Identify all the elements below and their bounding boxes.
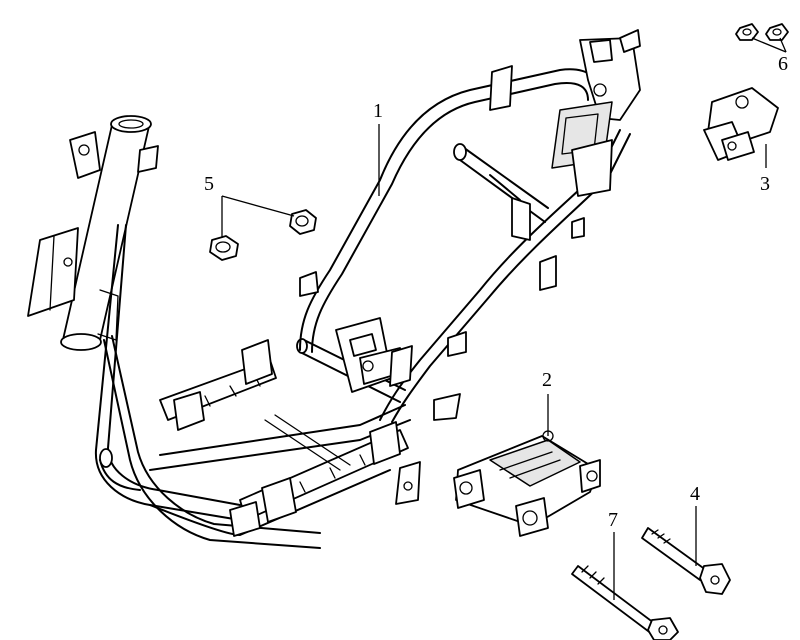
main-frame: [27, 29, 641, 549]
leader-5b: [221, 195, 295, 217]
engine-mount-bracket: [335, 317, 413, 393]
label-part-6: 6: [778, 53, 788, 75]
part-labels: 1 2 3 4 5 6 7: [204, 53, 788, 531]
label-part-3: 3: [760, 173, 770, 195]
engine-hanger-link: [453, 430, 601, 537]
leader-6a: [751, 37, 787, 53]
label-part-4: 4: [690, 483, 700, 505]
nut-part-6b: [765, 23, 789, 41]
bolt-lower: [571, 565, 679, 640]
label-part-1: 1: [373, 100, 383, 122]
bolt-long: [641, 527, 731, 595]
nut-part-5a: [209, 235, 239, 261]
leader-lines: [221, 37, 787, 600]
label-part-5: 5: [204, 173, 214, 195]
label-part-2: 2: [542, 369, 552, 391]
leader-6b: [779, 37, 787, 53]
steering-head-tube: [27, 115, 159, 351]
nut-part-5b: [289, 209, 317, 235]
nut-part-6a: [735, 23, 759, 41]
label-part-7: 7: [608, 509, 618, 531]
mount-bracket-part: [703, 87, 779, 161]
